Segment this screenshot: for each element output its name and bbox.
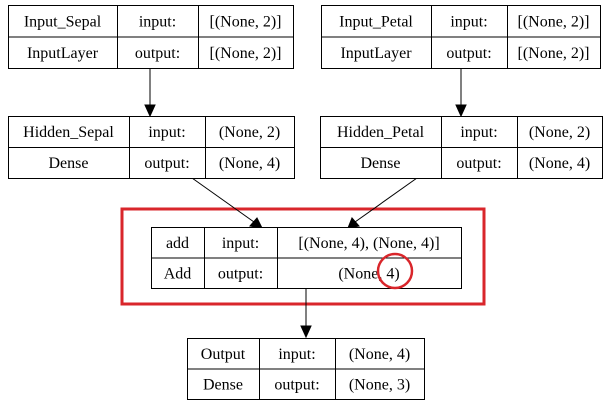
add-output-label: output: [218,265,263,282]
input-sepal-input-shape: [(None, 2)] [210,13,282,30]
input-sepal-output-shape: [(None, 2)] [210,45,282,62]
output-type: Dense [203,376,243,393]
output-output-shape: (None, 3) [349,376,410,393]
output-output-label: output: [274,376,319,393]
add-type: Add [164,265,192,282]
input-petal-type: InputLayer [340,45,412,62]
hidden-sepal-input-shape: (None, 2) [219,124,280,141]
arrowhead-input-sepal-to-hidden-sepal [144,104,156,118]
output-input-shape: (None, 4) [349,346,410,363]
add-input-shape: [(None, 4), (None, 4)] [298,235,439,252]
hidden-sepal-input-label: input: [148,124,185,141]
input-sepal-name: Input_Sepal [24,13,102,30]
hidden-petal-input-label: input: [460,124,497,141]
arrowhead-hidden-sepal-to-add [249,217,263,229]
hidden-sepal-output-label: output: [144,155,189,172]
hidden-petal-input-shape: (None, 2) [529,124,590,141]
edges [144,68,467,339]
input-sepal-type: InputLayer [27,45,99,62]
hidden-sepal-output-shape: (None, 4) [219,155,280,172]
hidden-petal-name: Hidden_Petal [337,124,425,141]
input-petal-name: Input_Petal [339,13,413,30]
hidden-petal-output-shape: (None, 4) [529,155,590,172]
add-input-label: input: [222,235,259,252]
output-name: Output [201,346,246,363]
highlight-box [120,207,486,306]
input-sepal-input-label: input: [139,13,176,30]
edge-hidden-petal-to-add [354,177,418,223]
hidden-sepal-name: Hidden_Sepal [23,124,114,141]
add-output-shape: (None, 4) [338,265,399,282]
hidden-sepal-type: Dense [49,155,89,172]
output-input-label: input: [278,346,315,363]
arrowhead-add-to-output [300,325,312,339]
input-petal-output-label: output: [446,45,491,62]
input-petal-output-shape: [(None, 2)] [518,45,590,62]
input-sepal-output-label: output: [135,45,180,62]
arrowhead-input-petal-to-hidden-petal [455,104,467,118]
add-name: add [166,235,189,252]
input-petal-input-shape: [(None, 2)] [518,13,590,30]
annotation-circle [376,252,414,290]
arrowhead-hidden-petal-to-add [347,217,360,229]
input-petal-input-label: input: [450,13,487,30]
hidden-petal-output-label: output: [456,155,501,172]
edge-hidden-sepal-to-add [191,177,255,223]
hidden-petal-type: Dense [361,155,401,172]
